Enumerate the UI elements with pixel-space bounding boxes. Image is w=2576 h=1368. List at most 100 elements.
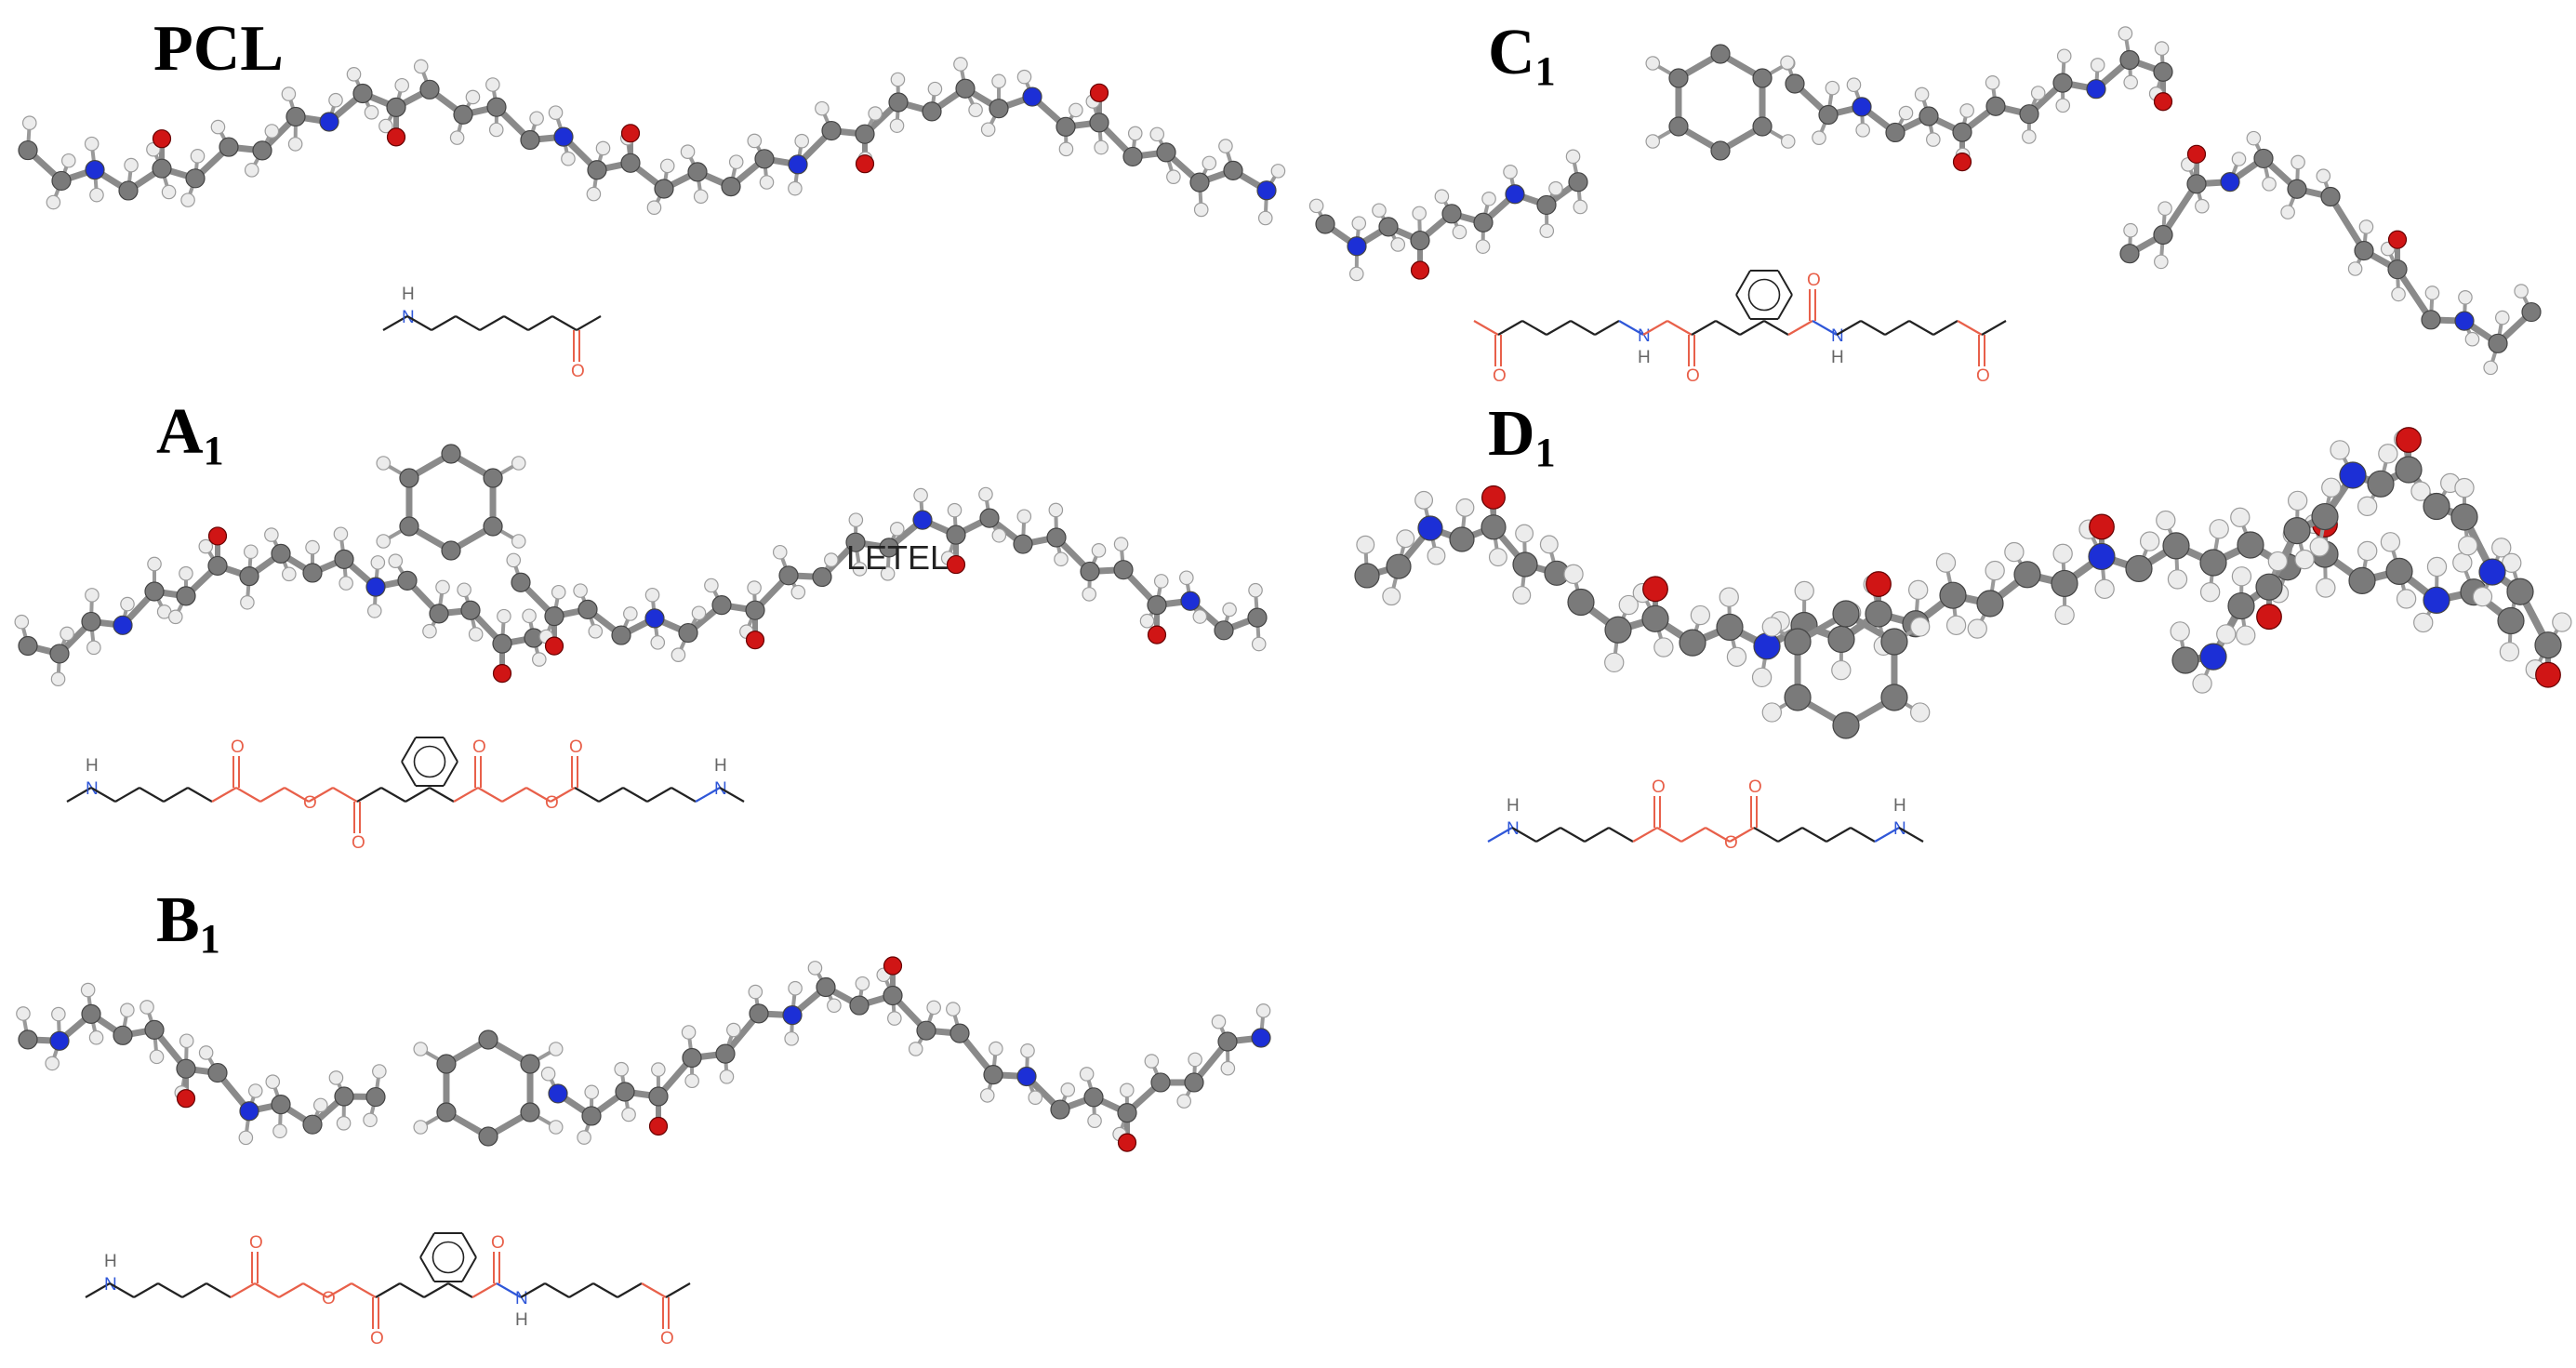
- panel-label-c1: C1: [1488, 20, 1556, 92]
- pcl-hydrogen-atom: [1202, 155, 1217, 171]
- b1-hydrogen-atom: [855, 976, 870, 991]
- b1-benzene-bond: [461, 1256, 477, 1282]
- b1-hydrogen-symbol: H: [104, 1252, 117, 1271]
- a1-hydrogen-atom: [1082, 587, 1097, 602]
- c1-bonds: [1786, 33, 2167, 163]
- c1-hydrogen-atom: [1812, 130, 1826, 145]
- a1-hydrogen-atom: [1248, 582, 1263, 598]
- a1-hydrogen-atom: [120, 596, 135, 612]
- a1-carbon-atom: [778, 565, 799, 586]
- c1-hydrogen-atom: [2514, 284, 2529, 299]
- a1-hydrogen-atom: [422, 623, 437, 639]
- d1-hydrogen-atom: [1512, 586, 1532, 605]
- a1-carbon-atom: [492, 633, 512, 654]
- d1-hydrogen-atom: [1909, 702, 1931, 723]
- b1-benzene-bond: [419, 1256, 435, 1282]
- c1-hydrogen-atom: [1452, 224, 1467, 240]
- c1-oxygen-symbol: O: [1686, 366, 1700, 386]
- a1-benzene-ring-model: [376, 444, 526, 561]
- d1-hydrogen-atom: [2309, 537, 2330, 557]
- b1-skeletal-bond: [447, 1282, 473, 1298]
- pcl-carbon-atom: [252, 140, 272, 161]
- b1-carbon-atom: [1050, 1099, 1070, 1120]
- b1-hydrogen-atom: [726, 1022, 741, 1038]
- d1-hydrogen-atom: [2426, 556, 2448, 578]
- c1-nitrogen-symbol: N: [1831, 326, 1844, 346]
- a1-skeletal-bond: [187, 787, 213, 803]
- a1-hydrogen-atom: [790, 584, 806, 600]
- c1-backbone-bond: [2327, 193, 2368, 255]
- a1-skeletal-bond: [622, 787, 648, 803]
- a1-hydrogen-atom: [889, 521, 905, 537]
- c1-benzene-bond: [1735, 294, 1751, 320]
- a1-carbon-atom: [678, 622, 698, 644]
- d1-atoms: [1354, 485, 1570, 606]
- a1-hydrogen-atom: [1192, 609, 1208, 624]
- c1-hydrogen-atom: [2280, 205, 2295, 219]
- b1-oxygen-symbol: O: [660, 1329, 674, 1348]
- a1-hydrogen-atom: [1054, 551, 1069, 567]
- b1-hydrogen-atom: [1060, 1082, 1076, 1097]
- c1-carbon-atom: [1536, 194, 1557, 216]
- d1-hydrogen-atom: [2156, 510, 2176, 531]
- d1-skeletal-bond: [1680, 827, 1706, 843]
- d1-hydrogen-atom: [1488, 548, 1507, 567]
- b1-carbon-atom: [478, 1029, 498, 1050]
- pcl-hydrogen-atom: [21, 115, 37, 130]
- b1-carbon-atom: [816, 976, 836, 998]
- a1-oxygen-symbol: O: [303, 793, 317, 813]
- c1-carbon-atom: [1710, 44, 1731, 64]
- c1-skeletal-bond: [1860, 320, 1886, 336]
- d1-carbon-atom: [2255, 573, 2283, 601]
- c1-hydrogen-atom: [2123, 74, 2138, 90]
- pcl-hydrogen-atom: [1270, 164, 1286, 179]
- c1-skeletal-bond: [1473, 320, 1499, 336]
- d1-bonds: [1572, 516, 2519, 678]
- c1-carbon-atom: [1378, 217, 1399, 237]
- a1-hydrogen-atom: [468, 627, 484, 642]
- b1-skeletal-bond: [85, 1282, 111, 1298]
- b1-skeletal-bond: [206, 1282, 232, 1298]
- pcl-hydrogen-atom: [529, 111, 544, 126]
- pcl-hydrogen-atom: [1058, 141, 1074, 157]
- d1-hydrogen-atom: [1515, 524, 1534, 543]
- a1-carbon-atom: [1147, 594, 1167, 616]
- b1-hydrogen-atom: [684, 1073, 699, 1089]
- a1-hydrogen-atom: [376, 456, 392, 471]
- pcl-carbon-atom: [754, 149, 775, 169]
- pcl-hydrogen-atom: [449, 130, 465, 145]
- panel-label-c1-sub: 1: [1534, 48, 1556, 94]
- d1-hydrogen-atom: [1539, 535, 1559, 554]
- molecule-layer: [14, 26, 2572, 1152]
- b1-hydrogen-atom: [621, 1107, 636, 1122]
- d1-skeletal-bond: [1898, 827, 1924, 843]
- d1-skeletal-bond: [1850, 827, 1876, 843]
- a1-structural-formula: NHOOOOOONH: [66, 737, 745, 853]
- pcl-hydrogen-atom: [953, 57, 968, 72]
- c1-skeletal-bond: [1836, 320, 1862, 336]
- panel-label-a1-sub: 1: [203, 428, 224, 473]
- b1-carbon-atom: [615, 1082, 635, 1102]
- a1-hydrogen-atom: [333, 526, 349, 542]
- c1-carbon-atom: [1752, 68, 1773, 88]
- d1-hydrogen-atom: [2170, 621, 2190, 642]
- a1-hydrogen-atom: [85, 588, 100, 603]
- b1-hydrogen-atom: [784, 1031, 799, 1046]
- b1-hydrogen-atom: [1220, 1060, 1236, 1076]
- b1-carbon-atom: [983, 1065, 1003, 1085]
- a1-hydrogen-atom: [1139, 613, 1155, 629]
- a1-skeletal-bond: [66, 787, 92, 803]
- a1-hydrogen-atom: [644, 587, 660, 603]
- c1-skeletal-bond: [1594, 320, 1620, 336]
- d1-hydrogen-atom: [2357, 496, 2378, 517]
- c1-hydrogen-atom: [1412, 206, 1427, 221]
- d1-skeletal-bond: [1535, 827, 1561, 843]
- d1-hydrogen-atom: [2231, 566, 2252, 587]
- pcl-hydrogen-atom: [788, 180, 803, 196]
- c1-ball-stick-model: [1308, 149, 1588, 282]
- b1-hydrogen-atom: [719, 1069, 735, 1084]
- pcl-hydrogen-atom: [1069, 102, 1083, 118]
- b1-nitrogen-atom: [239, 1101, 259, 1122]
- pcl-carbon-atom: [1122, 146, 1143, 167]
- pcl-hydrogen-atom: [595, 140, 611, 156]
